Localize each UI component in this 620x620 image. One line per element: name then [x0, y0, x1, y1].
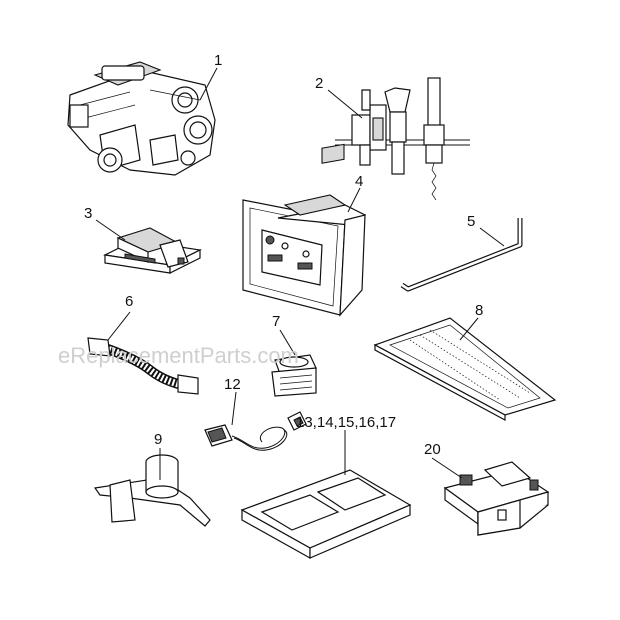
part-4-wall-plate[interactable]	[242, 143, 367, 317]
leader-8	[459, 317, 479, 341]
part-20-igniter-module[interactable]	[443, 461, 550, 536]
callout-4: 4	[355, 173, 363, 190]
callout-6: 6	[125, 293, 133, 310]
leader-1	[199, 67, 218, 101]
part-5-bent-rod[interactable]	[400, 218, 523, 292]
callout-5: 5	[467, 213, 475, 230]
leader-6	[107, 311, 131, 341]
callout-9: 9	[154, 431, 162, 448]
part-1-gas-valve[interactable]	[67, 61, 216, 176]
part-3-control-module[interactable]	[103, 227, 202, 274]
leader-12	[231, 391, 237, 426]
part-12-sensor-wire[interactable]	[204, 411, 307, 451]
part-13-17-trim-kit[interactable]	[240, 469, 412, 560]
watermark: eReplacementParts.com	[58, 343, 299, 368]
callout-13-17: 13,14,15,16,17	[296, 414, 396, 431]
callout-7: 7	[272, 313, 280, 330]
callout-2: 2	[315, 75, 323, 92]
leader-4	[347, 187, 361, 213]
part-7-fitting[interactable]	[271, 354, 317, 397]
callout-1: 1	[214, 52, 222, 69]
callout-8: 8	[475, 302, 483, 319]
leader-3	[95, 219, 126, 241]
callout-3: 3	[84, 205, 92, 222]
leader-5	[479, 227, 505, 247]
part-8-grille-panel[interactable]	[373, 317, 557, 422]
part-2-pilot-assembly[interactable]	[335, 77, 470, 201]
leader-7	[279, 329, 296, 356]
callout-20: 20	[424, 441, 441, 458]
leader-20	[431, 457, 463, 479]
callout-12: 12	[224, 376, 241, 393]
part-6-flex-connector[interactable]	[87, 337, 199, 395]
leader-2	[327, 89, 363, 119]
part-9-pilot-bracket[interactable]	[93, 454, 211, 527]
